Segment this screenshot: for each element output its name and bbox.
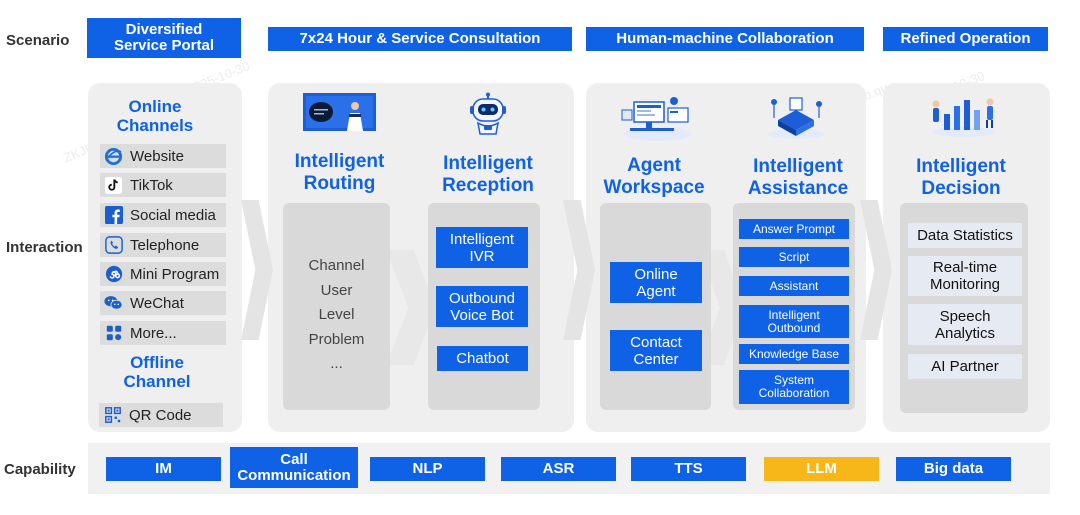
capability-im: IM	[106, 457, 221, 481]
online-agent-box: Online Agent	[610, 262, 702, 303]
ie-browser-icon	[104, 147, 123, 166]
intelligent-assistance-title: Intelligent Assistance	[747, 156, 849, 199]
facebook-icon	[104, 206, 123, 225]
intelligent-decision-title: Intelligent Decision	[916, 156, 1006, 199]
contact-center-box: Contact Center	[610, 330, 702, 371]
row-label-capability: Capability	[4, 461, 76, 478]
data-statistics-item: Data Statistics	[908, 223, 1022, 248]
assistant-box: Assistant	[739, 276, 849, 296]
real-time-monitoring-item: Real-time Monitoring	[908, 256, 1022, 296]
channel-label: Website	[130, 147, 184, 165]
answer-prompt-box: Answer Prompt	[739, 219, 849, 239]
capability-asr: ASR	[501, 457, 616, 481]
channel-label: WeChat	[130, 294, 184, 312]
grid-apps-icon	[104, 324, 123, 343]
online-channels-title: Online Channels	[116, 97, 194, 135]
capability-nlp: NLP	[370, 457, 485, 481]
capability-llm: LLM	[764, 457, 879, 481]
qr-code-icon	[103, 406, 122, 425]
workspace-illustration	[620, 92, 696, 142]
channel-label: Social media	[130, 206, 216, 224]
channel-label: Mini Program	[130, 265, 220, 283]
agent-workspace-title: Agent Workspace	[603, 155, 705, 198]
analytics-illustration	[928, 92, 1000, 138]
intelligent-ivr-box: Intelligent IVR	[436, 227, 528, 268]
telephone-icon	[104, 236, 123, 255]
channel-tiktok[interactable]: TikTok	[100, 173, 226, 197]
presenter-screen-illustration	[303, 93, 376, 133]
channel-wechat[interactable]: WeChat	[100, 291, 226, 315]
channel-label: Telephone	[130, 236, 200, 254]
assistance-illustration	[764, 92, 828, 140]
capability-big-data: Big data	[896, 457, 1011, 481]
agent-box	[600, 203, 711, 410]
wechat-icon	[104, 294, 123, 313]
intelligent-reception-title: Intelligent Reception	[442, 153, 534, 196]
system-collaboration-box: System Collaboration	[739, 370, 849, 404]
row-label-interaction: Interaction	[6, 239, 83, 256]
row-label-scenario: Scenario	[6, 32, 70, 49]
script-box: Script	[739, 247, 849, 267]
channel-label: QR Code	[129, 406, 192, 424]
scenario-refined-operation: Refined Operation	[883, 27, 1048, 51]
channel-label: TikTok	[130, 176, 173, 194]
capability-call-communication: Call Communication	[230, 447, 358, 488]
scenario-7x24-consultation: 7x24 Hour & Service Consultation	[268, 27, 572, 51]
ai-partner-item: AI Partner	[908, 354, 1022, 379]
outbound-voice-bot-box: Outbound Voice Bot	[436, 286, 528, 327]
channel-telephone[interactable]: Telephone	[100, 233, 226, 257]
intelligent-outbound-box: Intelligent Outbound	[739, 305, 849, 338]
routing-criterion-channel: Channel	[308, 257, 365, 274]
channel-mini-program[interactable]: Mini Program	[100, 262, 226, 286]
tiktok-icon	[104, 176, 123, 195]
knowledge-base-box: Knowledge Base	[739, 344, 849, 364]
routing-criterion-more: ...	[330, 355, 343, 372]
channel-label: More...	[130, 324, 177, 342]
channel-qr-code[interactable]: QR Code	[99, 403, 223, 427]
routing-criteria-box	[283, 203, 390, 410]
speech-analytics-item: Speech Analytics	[908, 304, 1022, 345]
chatbot-box: Chatbot	[437, 346, 528, 371]
routing-criterion-level: Level	[318, 306, 355, 323]
channel-social-media[interactable]: Social media	[100, 203, 226, 227]
intelligent-routing-title: Intelligent Routing	[294, 151, 385, 194]
routing-criterion-problem: Problem	[308, 331, 365, 348]
offline-channel-title: Offline Channel	[123, 353, 191, 391]
channel-more[interactable]: More...	[100, 321, 226, 345]
panel-channels	[88, 83, 242, 432]
scenario-human-machine: Human-machine Collaboration	[586, 27, 864, 51]
mini-program-icon	[104, 265, 123, 284]
routing-criterion-user: User	[320, 282, 353, 299]
scenario-diversified-portal: Diversified Service Portal	[87, 18, 241, 58]
channel-website[interactable]: Website	[100, 144, 226, 168]
robot-illustration	[468, 92, 508, 136]
capability-tts: TTS	[631, 457, 746, 481]
